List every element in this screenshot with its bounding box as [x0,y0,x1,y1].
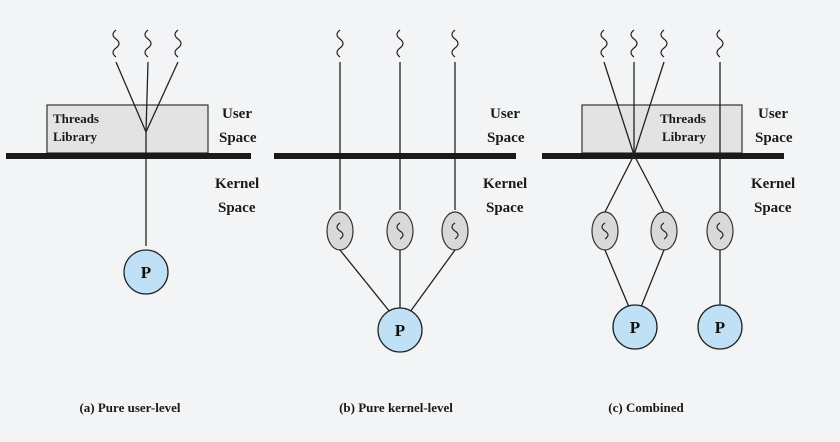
thread-link [409,249,456,313]
process-label: P [141,263,151,282]
thread-link [145,61,149,133]
thread-link [604,249,630,308]
user-thread-icon [600,29,608,58]
panel-pure-kernel-level: User Space Kernel Space P (b) Pure kerne… [274,29,527,415]
kernel-thread [706,211,734,251]
user-space-label-line1: User [222,106,252,122]
user-space-label-line1: User [490,106,520,122]
kernel-space-label-line2: Space [486,200,524,216]
threads-library-label-line1: Threads [53,111,99,126]
user-space-label-line2: Space [487,130,525,146]
process-label: P [630,318,640,337]
thread-link [115,61,147,133]
user-thread-icon [174,29,182,58]
threads-library-box [581,104,743,154]
user-kernel-boundary [542,153,784,159]
user-space-label-line1: User [758,106,788,122]
thread-link [640,249,665,308]
threads-library-label-line1: Threads [660,111,706,126]
kernel-space-label-line1: Kernel [483,176,527,192]
threads-library-box [46,104,209,154]
panel-combined: Threads Library User Space Kernel Space [542,29,795,415]
kernel-space-label-line2: Space [218,200,256,216]
user-thread-icon [451,29,459,58]
user-kernel-boundary [6,153,251,159]
panel-pure-user-level: Threads Library User Space Kernel Space … [6,29,259,415]
user-space-label-line2: Space [755,130,793,146]
thread-link [604,154,635,213]
process-label: P [395,321,405,340]
process-circle [697,304,743,350]
caption-pure-kernel-level: (b) Pure kernel-level [339,400,453,415]
thread-link [633,61,665,156]
user-thread-icon [112,29,120,58]
user-thread-icon [630,29,638,58]
thread-link [339,249,391,313]
user-thread-icon [660,29,668,58]
caption-pure-user-level: (a) Pure user-level [79,400,180,415]
user-thread-icon [336,29,344,58]
kernel-thread [650,211,678,251]
kernel-space-label-line2: Space [754,200,792,216]
kernel-space-label-line1: Kernel [215,176,259,192]
kernel-thread [591,211,619,251]
kernel-space-label-line1: Kernel [751,176,795,192]
user-thread-icon [396,29,404,58]
kernel-thread [441,211,469,251]
kernel-thread [326,211,354,251]
process-label: P [715,318,725,337]
user-space-label-line2: Space [219,130,257,146]
process-circle [612,304,658,350]
user-thread-icon [716,29,724,58]
thread-link [145,61,179,133]
threads-library-label-line2: Library [53,129,98,144]
process-circle [123,249,169,295]
process-circle [377,307,423,353]
user-kernel-boundary [274,153,516,159]
threads-library-label-line2: Library [662,129,707,144]
user-thread-icon [144,29,152,58]
caption-combined: (c) Combined [608,400,684,415]
thread-link [633,154,665,213]
thread-link [603,61,635,156]
kernel-thread [386,211,414,251]
